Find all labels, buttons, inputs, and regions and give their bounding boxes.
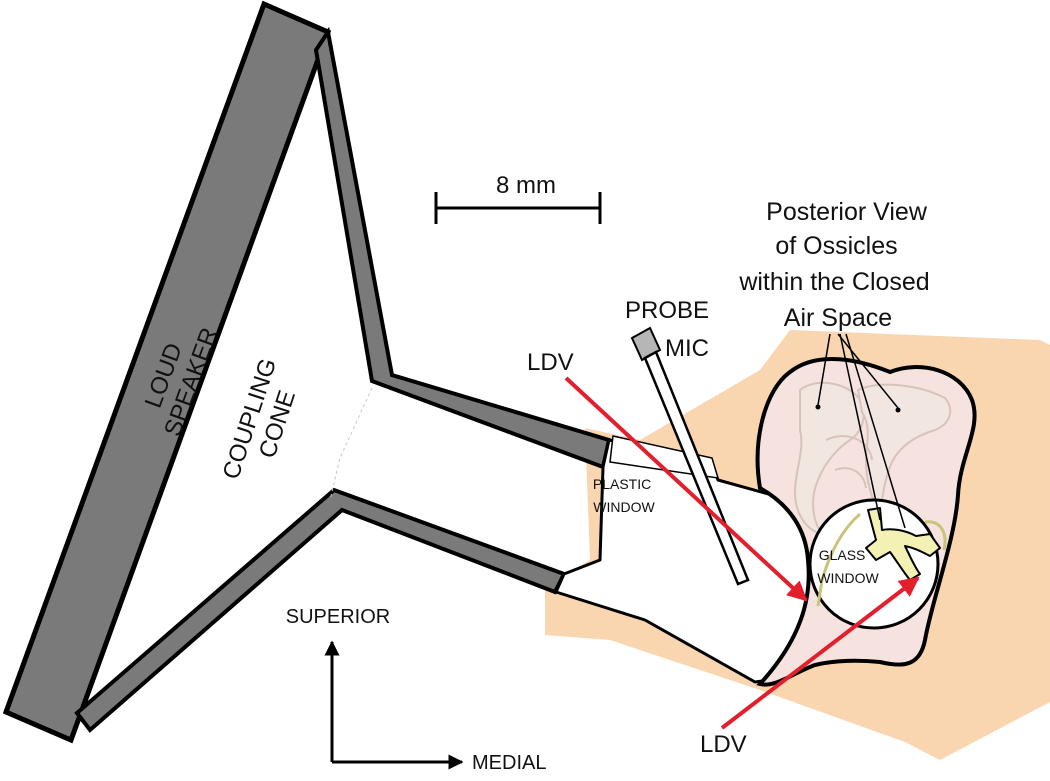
stapes: [865, 507, 941, 581]
superior-label: SUPERIOR: [286, 606, 390, 628]
glass-window-label: GLASS WINDOW: [817, 547, 879, 586]
ldv-top-label: LDV: [527, 349, 574, 376]
pointer-dot-2: [895, 407, 901, 413]
ossicle-incus: [856, 383, 952, 519]
label-pointer-lines: [817, 333, 906, 529]
cone-inner-dash: [329, 387, 373, 501]
coupling-cone-label: COUPLING CONE: [218, 349, 311, 492]
scale-bar-label: 8 mm: [496, 172, 556, 199]
probe-mic: [630, 326, 750, 586]
ldv-laser-bottom: [720, 576, 920, 730]
plastic-window-label: PLASTIC WINDOW: [593, 476, 656, 515]
ldv-laser-top: [564, 376, 808, 602]
ossicle-inner-contour: [825, 435, 873, 489]
stapes-outline-left: [816, 512, 861, 607]
coupling-cone-upper-wall: [313, 26, 612, 470]
posterior-view-label: Posterior View of Ossicles within the Cl…: [738, 198, 936, 332]
scale-bar: [434, 192, 602, 224]
probe-mic-head: [630, 326, 662, 362]
medial-label: MEDIAL: [472, 752, 546, 774]
pointer-dot-1: [815, 404, 821, 410]
stapes-outline-right: [924, 520, 947, 551]
ldv-bottom-label: LDV: [700, 731, 747, 758]
probe-mic-label: PROBE MIC: [625, 297, 716, 362]
loud-speaker: [2, 0, 332, 744]
